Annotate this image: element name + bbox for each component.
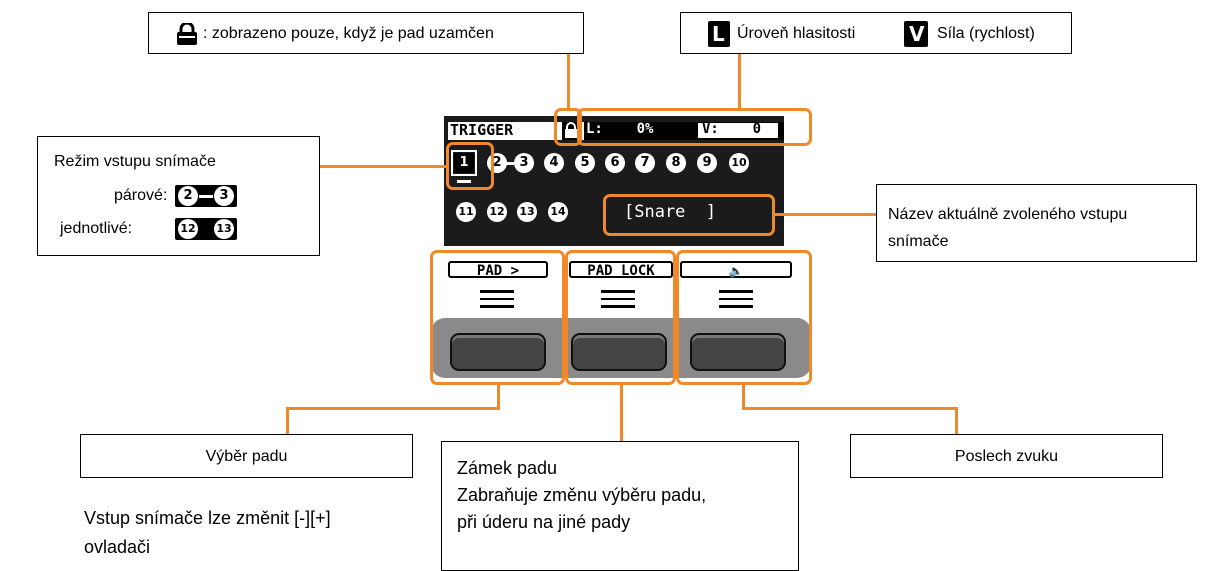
input-5: 5 <box>575 153 595 173</box>
connector-pad-lock <box>620 385 623 442</box>
highlight-input-mode <box>446 142 494 190</box>
input-9: 9 <box>697 153 717 173</box>
connector-pad-select <box>286 407 289 435</box>
pad-lock-line-2: Zabraňuje změnu výběru padu, <box>457 485 707 505</box>
input-8: 8 <box>666 153 686 173</box>
input-11: 11 <box>456 202 476 222</box>
highlight-lock <box>554 108 582 146</box>
connector-level <box>738 54 741 109</box>
lock-icon <box>176 21 198 45</box>
velocity-text: Síla (rychlost) <box>937 25 1035 42</box>
single-indicator: 12 13 <box>175 218 237 240</box>
level-text: Úroveň hlasitosti <box>737 25 856 42</box>
input-12: 12 <box>487 202 507 222</box>
preview-bars <box>719 290 753 313</box>
screen-velocity: V: 0 <box>702 121 762 137</box>
preview-title: Poslech zvuku <box>954 448 1059 465</box>
preview-callout: Poslech zvuku <box>850 434 1163 478</box>
input-name-text: Název aktuálně zvoleného vstupu snímače <box>888 206 1128 250</box>
pad-select-note-2: ovladači <box>84 537 151 557</box>
level-velocity-callout: L Úroveň hlasitosti V Síla (rychlost) <box>680 12 1072 54</box>
pad-lock-callout: Zámek padu Zabraňuje změnu výběru padu, … <box>441 441 799 571</box>
pad-lock-line-3: při úderu na jiné pady <box>457 512 631 532</box>
screen-title: TRIGGER <box>450 121 514 139</box>
velocity-icon: V <box>904 21 928 47</box>
pad-lock-button[interactable] <box>571 333 667 371</box>
pad-select-note-1: Vstup snímače lze změnit [-][+] <box>84 508 331 528</box>
pad-lock-bars <box>601 290 635 313</box>
screen-lock-icon <box>562 122 580 140</box>
input-mode-title: Režim vstupu snímače <box>54 153 216 170</box>
input-10: 10 <box>729 153 749 173</box>
pad-select-title: Výběr padu <box>205 448 288 465</box>
highlight-preview <box>676 250 812 385</box>
single-label: jednotlivé: <box>60 220 133 237</box>
level-icon: L <box>708 21 730 47</box>
highlight-pad-lock <box>565 250 676 385</box>
lcd-screen: TRIGGER L: 0% V: 0 1 2 3 4 5 6 7 8 9 10 … <box>444 116 784 246</box>
connector-mode <box>320 165 447 168</box>
pad-select-button[interactable] <box>450 333 546 371</box>
input-mode-callout: Režim vstupu snímače párové: 2 3 jednotl… <box>37 136 320 256</box>
highlight-pad-select <box>430 250 565 385</box>
input-1: 1 <box>454 153 474 173</box>
input-6: 6 <box>605 153 625 173</box>
connector-name <box>774 213 876 216</box>
pad-select-label: PAD > <box>448 261 548 279</box>
pair-label: párové: <box>114 187 168 204</box>
pad-lock-line-1: Zámek padu <box>457 458 558 478</box>
input-name-callout: Název aktuálně zvoleného vstupu snímače <box>876 184 1197 262</box>
input-4: 4 <box>544 153 564 173</box>
lock-callout: : zobrazeno pouze, když je pad uzamčen <box>148 12 584 54</box>
pad-select-bars <box>480 290 514 313</box>
preview-button[interactable] <box>690 333 786 371</box>
highlight-level-velocity <box>577 108 812 146</box>
highlight-input-name <box>603 194 775 236</box>
lock-callout-text: : zobrazeno pouze, když je pad uzamčen <box>203 25 494 42</box>
connector-preview <box>955 407 958 435</box>
pad-lock-label: PAD LOCK <box>569 261 673 279</box>
preview-label: 🔈 <box>680 261 792 278</box>
input-7: 7 <box>635 153 655 173</box>
connector-lock <box>567 54 570 109</box>
input-13: 13 <box>517 202 537 222</box>
pair-indicator: 2 3 <box>175 185 237 207</box>
screen-level: L: 0% <box>586 121 654 137</box>
input-3: 3 <box>514 153 534 173</box>
pad-select-callout: Výběr padu <box>80 434 413 478</box>
screen-input-name: [Snare ] <box>624 202 717 222</box>
input-14: 14 <box>548 202 568 222</box>
input-selected-box <box>451 150 477 176</box>
